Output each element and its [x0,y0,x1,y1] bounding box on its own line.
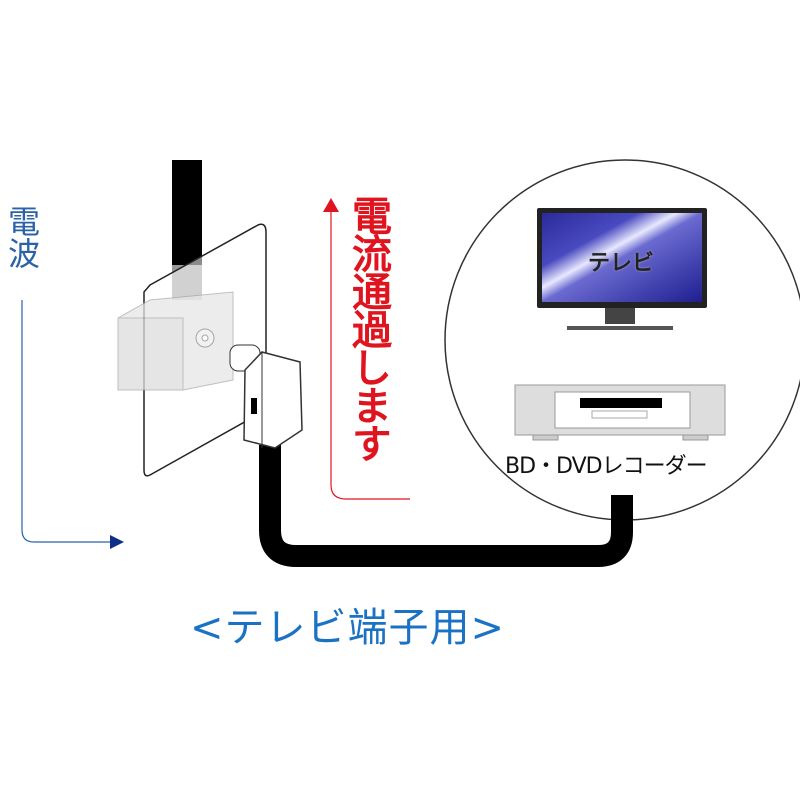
recorder-label: BD・DVDレコーダー [505,454,708,479]
radio-wave-label: 電波 [3,205,41,269]
current-passes-label: 電流通過します [345,195,391,461]
lower-cable [259,445,633,567]
recorder-icon [514,384,726,441]
wall-terminal-box [117,291,234,391]
caption: <テレビ端子用> [190,605,506,651]
tv-label: テレビ [588,251,655,276]
tv-icon [537,208,707,330]
current-arrow [330,210,410,500]
wave-arrow [21,300,112,543]
terminal-adapter [229,344,303,449]
